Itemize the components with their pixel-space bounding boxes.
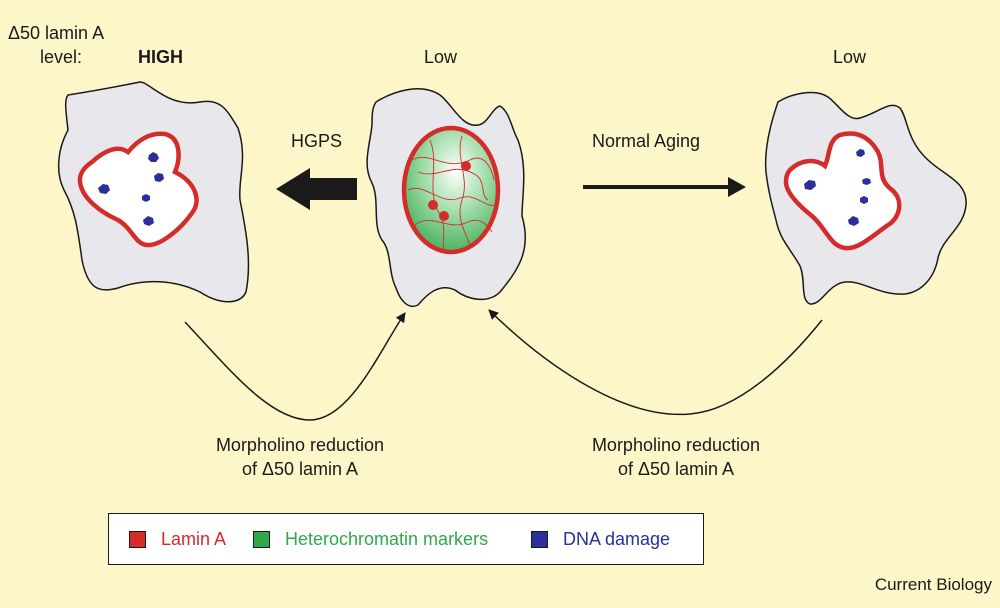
hgps-arrow — [276, 168, 357, 210]
hgps-label: HGPS — [291, 131, 343, 151]
legend-swatch-lamin — [129, 531, 146, 548]
cell-high — [57, 81, 250, 303]
dna-damage-dot — [148, 152, 159, 162]
level-low-right: Low — [833, 47, 867, 67]
dna-damage-dot — [98, 184, 110, 194]
level-label-line2: level: — [40, 47, 83, 67]
nucleus-aged — [783, 131, 902, 251]
legend-label-lamin: Lamin A — [161, 529, 227, 549]
journal-credit: Current Biology — [874, 575, 992, 594]
heterochromatin-dot — [461, 161, 471, 171]
cell-low-center — [366, 88, 527, 307]
level-low-center: Low — [424, 47, 458, 67]
nucleus-healthy — [401, 125, 501, 255]
dna-damage-dot — [142, 194, 150, 202]
morpholino-arrow-left — [184, 312, 406, 421]
normal-aging-label: Normal Aging — [592, 131, 701, 151]
dna-damage-dot — [862, 178, 871, 185]
heterochromatin-dot — [428, 200, 438, 210]
morpholino-label-right-line2: of Δ50 lamin A — [617, 459, 735, 479]
legend-label-heterochromatin: Heterochromatin markers — [285, 529, 489, 549]
heterochromatin-threads — [407, 135, 496, 251]
nucleus-high — [77, 131, 199, 248]
morpholino-arrow-right — [488, 309, 823, 416]
legend-swatch-heterochromatin — [253, 531, 270, 548]
heterochromatin-dot — [439, 211, 449, 221]
level-label-line1: Δ50 lamin A — [8, 23, 105, 43]
legend: Lamin A Heterochromatin markers DNA dama… — [108, 513, 704, 565]
morpholino-label-right-line1: Morpholino reduction — [591, 435, 761, 455]
morpholino-label-left-line2: of Δ50 lamin A — [241, 459, 359, 479]
legend-label-dna: DNA damage — [563, 529, 671, 549]
morpholino-label-left-line1: Morpholino reduction — [215, 435, 385, 455]
dna-damage-dot — [848, 216, 859, 226]
dna-damage-dot — [143, 216, 154, 226]
dna-damage-dot — [154, 173, 164, 182]
dna-damage-dot — [860, 196, 868, 204]
legend-swatch-dna — [531, 531, 548, 548]
dna-damage-dot — [804, 180, 816, 190]
level-high: HIGH — [138, 47, 183, 67]
dna-damage-dot — [856, 149, 865, 157]
normal-aging-arrowhead — [728, 177, 746, 197]
cell-low-right — [764, 91, 967, 305]
